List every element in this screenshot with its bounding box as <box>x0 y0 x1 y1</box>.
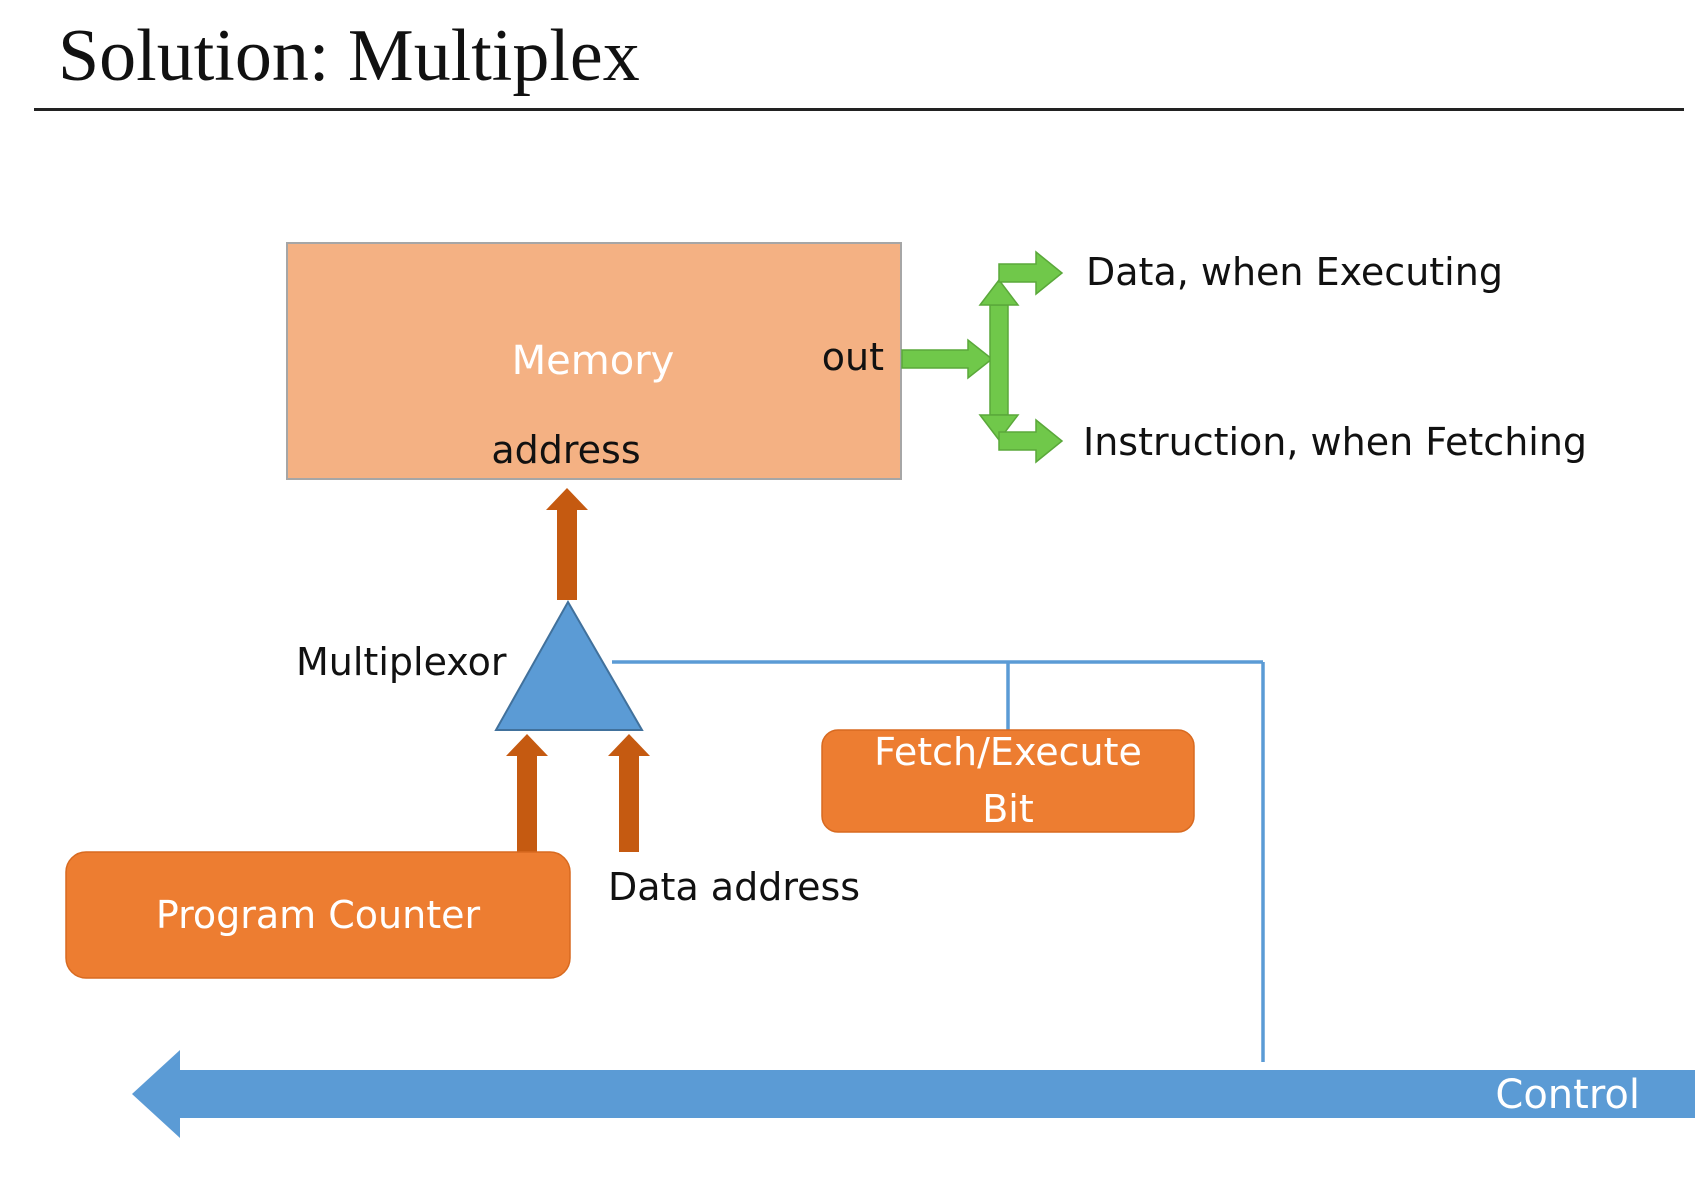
fetch-execute-label-line1: Fetch/Execute <box>874 730 1142 774</box>
up-branch-arrow-icon <box>978 278 1020 306</box>
instruction-when-fetching-label: Instruction, when Fetching <box>1083 420 1587 464</box>
up-arrow-icon <box>546 488 588 510</box>
instruction-output-arrow-icon <box>998 418 1064 464</box>
data-output-arrow-icon <box>998 250 1064 296</box>
fetch-execute-bit-box <box>821 729 1195 833</box>
control-bus-arrow <box>132 1050 1695 1138</box>
multiplexor-label: Multiplexor <box>296 640 507 684</box>
title-divider <box>34 108 1684 111</box>
memory-address-label: address <box>491 428 640 472</box>
up-arrow-icon <box>506 734 548 756</box>
mux-to-memory-arrow <box>546 488 588 600</box>
program-counter-label: Program Counter <box>156 893 481 937</box>
multiplexor-triangle <box>494 599 644 731</box>
down-branch-arrow-icon <box>978 414 1020 442</box>
data-address-arrow <box>608 734 650 852</box>
data-address-label: Data address <box>608 865 860 909</box>
data-when-executing-label: Data, when Executing <box>1086 250 1503 294</box>
slide-title: Solution: Multiplex <box>58 15 640 97</box>
memory-block <box>286 242 902 480</box>
memory-out-label: out <box>822 335 884 379</box>
select-control-lines <box>612 660 1265 1062</box>
fetch-execute-label-line2: Bit <box>982 787 1034 831</box>
left-arrow-icon <box>132 1050 180 1138</box>
pc-to-mux-arrow <box>506 734 548 852</box>
up-arrow-icon <box>608 734 650 756</box>
green-vertical-bus <box>989 304 1009 416</box>
program-counter-box <box>65 851 571 979</box>
output-green-arrows <box>901 250 1064 464</box>
out-arrow-icon <box>901 338 994 380</box>
control-label: Control <box>1495 1072 1640 1118</box>
memory-label: Memory <box>512 338 675 384</box>
